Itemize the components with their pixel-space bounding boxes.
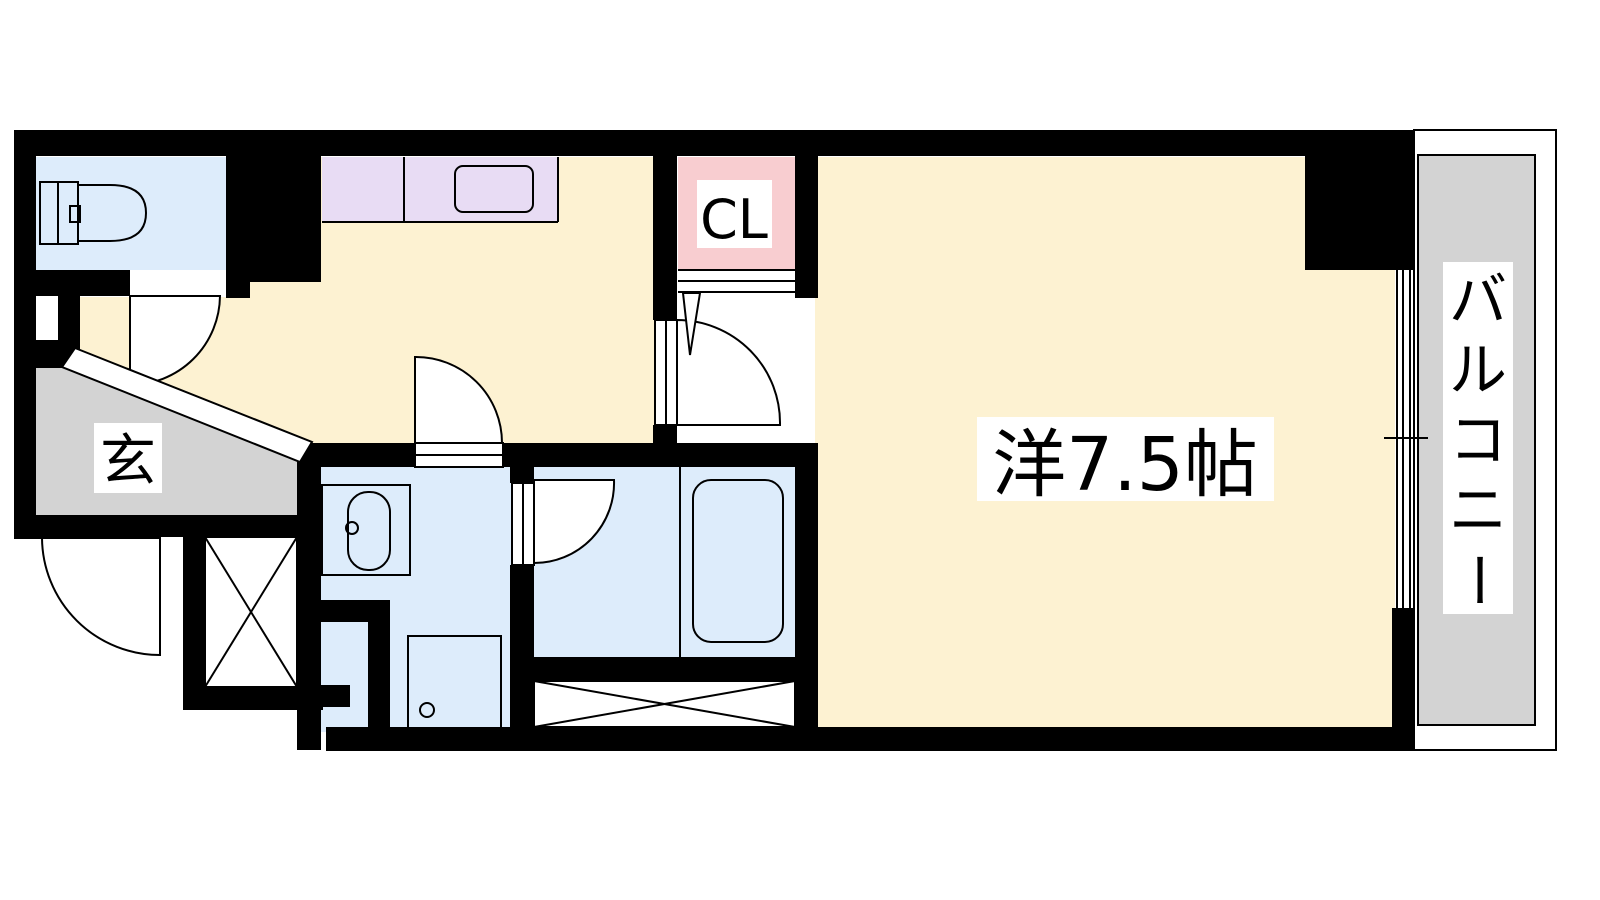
floor-areas <box>36 155 1535 737</box>
doors <box>40 292 782 657</box>
balcony-char: ニ <box>1449 476 1507 544</box>
closet-label: CL <box>700 188 768 251</box>
balcony-label-bg <box>1443 262 1513 614</box>
balcony-char: バ <box>1449 266 1507 334</box>
toilet-floor <box>36 157 226 270</box>
storage-icon <box>533 680 796 728</box>
balcony-char: ル <box>1449 336 1507 404</box>
entrance-door-icon <box>40 537 161 657</box>
washroom-floor <box>320 467 515 732</box>
shoe-storage-icon <box>204 536 298 688</box>
closet-label-bg <box>697 180 772 248</box>
bathtub-icon <box>679 467 784 657</box>
washroom-door-icon <box>414 355 504 468</box>
room-label-bg <box>977 417 1274 501</box>
balcony-label: バ ル コ ニ ー <box>1444 266 1512 609</box>
genkan-label: 玄 <box>100 429 156 494</box>
corridor-floor <box>70 157 815 457</box>
closet-door-icon <box>681 292 702 356</box>
fixtures <box>39 157 796 729</box>
washing-machine-space-icon <box>407 635 502 729</box>
room-door-icon <box>654 318 782 426</box>
labels: 玄 CL 洋7.5帖 バ ル コ ニ ー <box>94 180 1513 614</box>
washbasin-icon <box>321 484 411 576</box>
balcony-char: ー <box>1444 551 1512 609</box>
toilet-icon <box>39 181 148 245</box>
genkan-step <box>60 346 314 464</box>
bathroom-door-icon <box>511 479 616 566</box>
walls <box>14 130 1415 751</box>
sink-icon <box>454 165 534 213</box>
genkan-label-bg <box>94 423 162 493</box>
balcony-char: コ <box>1449 406 1507 474</box>
room-label: 洋7.5帖 <box>992 422 1258 508</box>
balcony-frame <box>1384 129 1557 751</box>
